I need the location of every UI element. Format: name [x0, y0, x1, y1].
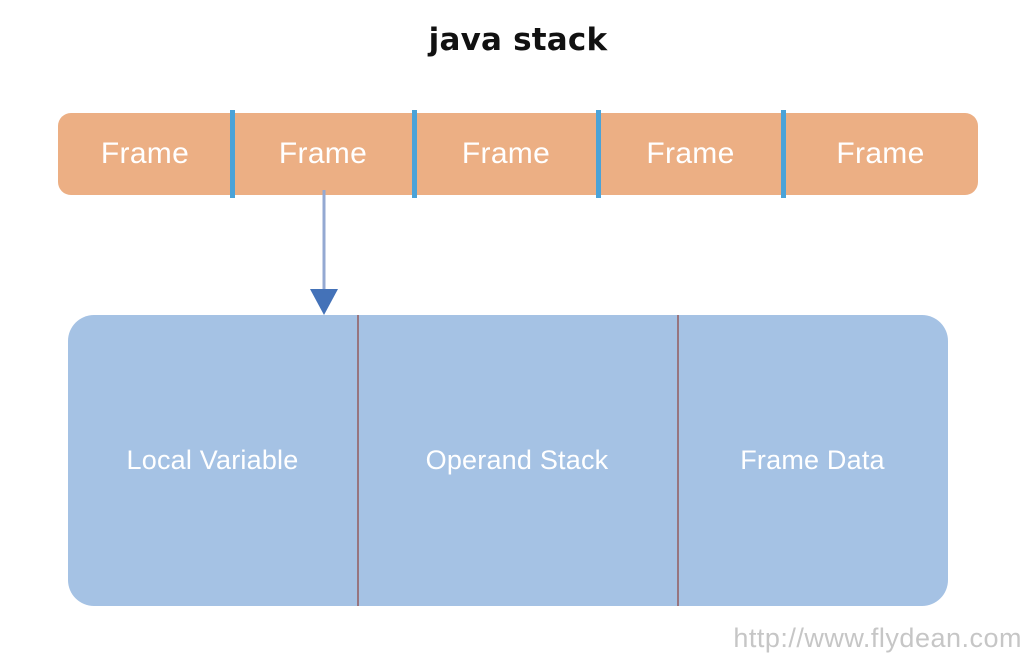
stack-frame-cell-2[interactable]: Frame [232, 113, 414, 195]
frame-detail-divider-2 [677, 315, 679, 606]
stack-frame-divider-4 [781, 110, 786, 198]
stack-frame-cell-3[interactable]: Frame [414, 113, 598, 195]
frame-detail-divider-1 [357, 315, 359, 606]
stack-frame-cell-5[interactable]: Frame [783, 113, 978, 195]
stack-frame-label: Frame [461, 137, 551, 170]
stack-frame-label: Frame [100, 137, 190, 170]
stack-frame-divider-1 [230, 110, 235, 198]
frame-detail-section-local-variable[interactable]: Local Variable [68, 315, 357, 606]
stack-frame-cell-1[interactable]: Frame [58, 113, 232, 195]
frame-detail-section-frame-data[interactable]: Frame Data [677, 315, 948, 606]
stack-frame-label: Frame [278, 137, 368, 170]
frame-detail-label: Frame Data [740, 445, 885, 475]
stack-frame-cell-4[interactable]: Frame [598, 113, 783, 195]
stack-frame-divider-2 [412, 110, 417, 198]
stack-frame-divider-3 [596, 110, 601, 198]
frame-detail-box: Local Variable Operand Stack Frame Data [68, 315, 948, 606]
stack-frame-label: Frame [836, 137, 925, 170]
java-stack-bar: Frame Frame Frame Frame Frame [58, 110, 978, 198]
frame-detail-label: Operand Stack [425, 445, 609, 475]
stack-frame-label: Frame [646, 137, 735, 170]
frame-detail-section-operand-stack[interactable]: Operand Stack [357, 315, 677, 606]
page-title: java stack [428, 22, 608, 58]
frame-detail-label: Local Variable [126, 445, 299, 475]
watermark-url: http://www.flydean.com [733, 623, 1022, 653]
frame-expand-arrow-icon [310, 190, 338, 315]
